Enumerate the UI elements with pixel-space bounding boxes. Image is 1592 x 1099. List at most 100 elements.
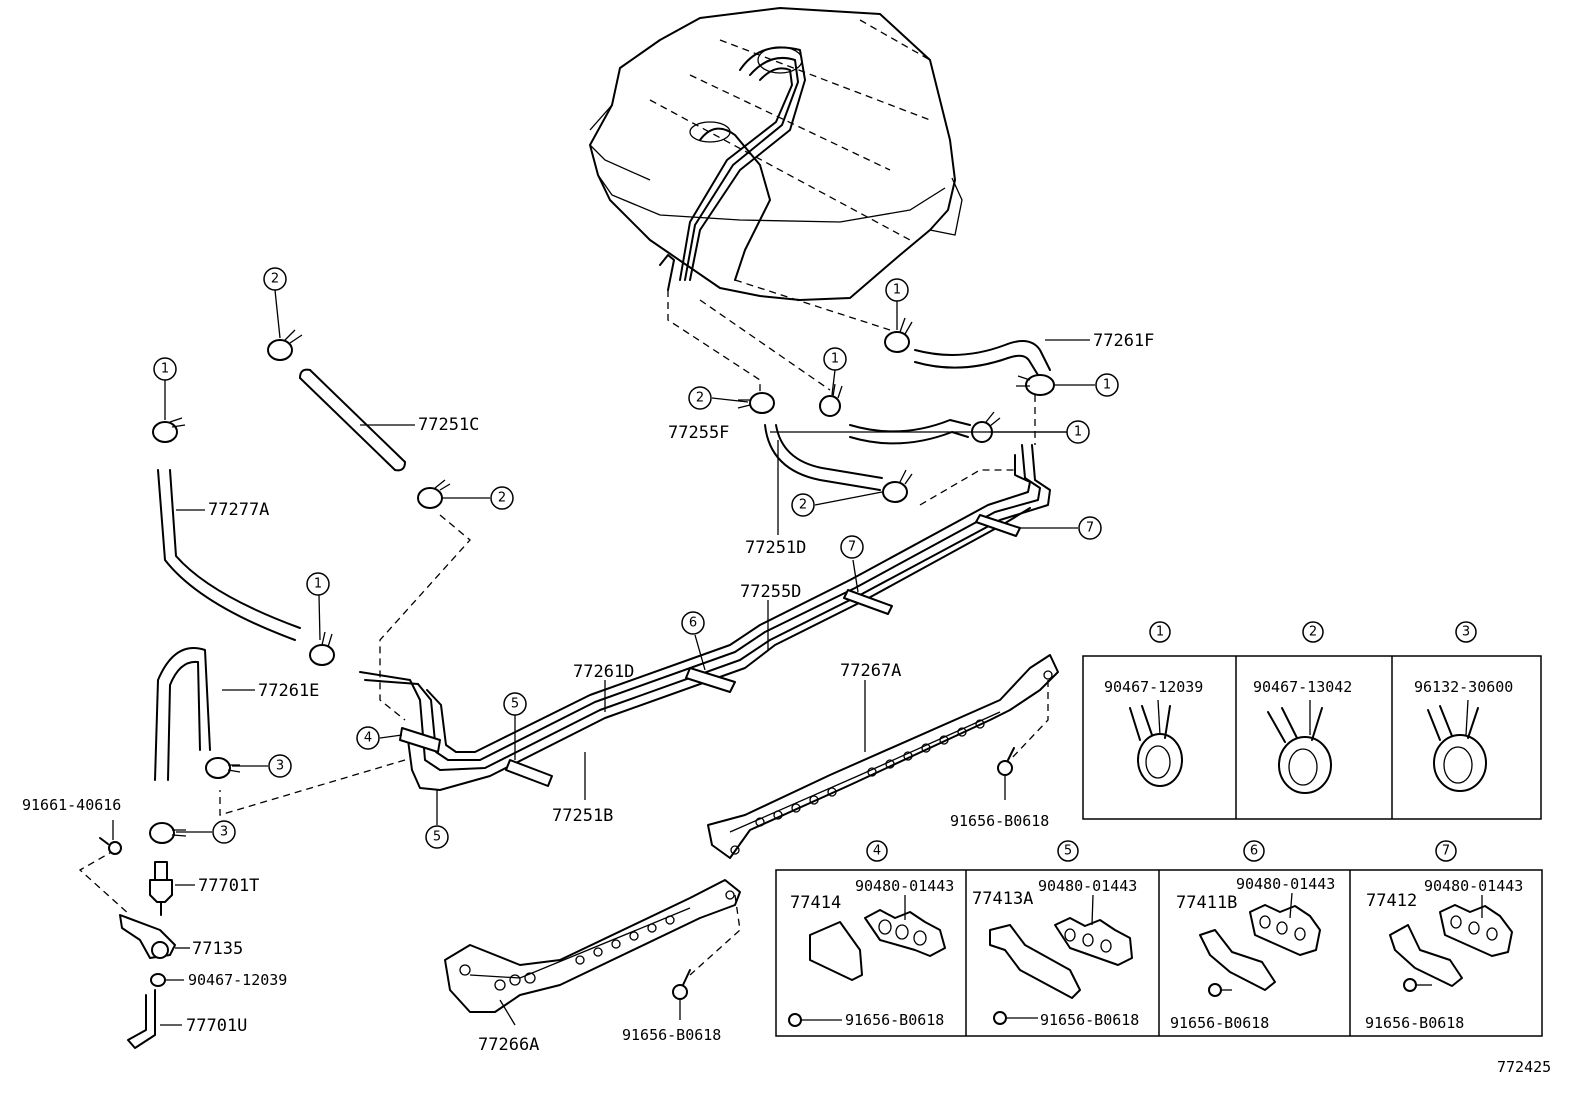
legend-bracket-6: 77411B bbox=[1176, 893, 1237, 913]
svg-text:6: 6 bbox=[689, 616, 697, 631]
fuel-tank bbox=[589, 7, 963, 301]
bracket-77267A bbox=[707, 654, 1059, 859]
spring-clamp-icon bbox=[1427, 699, 1487, 792]
label-90467-12039: 90467-12039 bbox=[188, 971, 287, 989]
legend-bracket-7: 77412 bbox=[1366, 891, 1417, 911]
svg-text:5: 5 bbox=[511, 697, 519, 712]
legend-part-3: 96132-30600 bbox=[1414, 678, 1513, 696]
clamp-icon bbox=[267, 329, 303, 361]
hose-77251C bbox=[299, 368, 406, 472]
svg-text:7: 7 bbox=[1086, 521, 1094, 536]
callout-2: 2 bbox=[688, 386, 712, 410]
legend-bolt-7: 91656-B0618 bbox=[1365, 1014, 1464, 1032]
label-77255F: 77255F bbox=[668, 423, 729, 443]
svg-text:1: 1 bbox=[1103, 378, 1111, 393]
svg-text:3: 3 bbox=[220, 825, 228, 840]
callout-1: 1 bbox=[823, 347, 847, 371]
clip-band-icon bbox=[843, 589, 893, 615]
label-77251B: 77251B bbox=[552, 806, 613, 826]
callout-5: 5 bbox=[503, 692, 527, 716]
callout-1: 1 bbox=[885, 278, 909, 302]
clamp-icon bbox=[417, 479, 451, 509]
label-77251C: 77251C bbox=[418, 415, 479, 435]
legend-bolt-5: 91656-B0618 bbox=[1040, 1011, 1139, 1029]
legend-callout-5: 5 bbox=[1057, 840, 1079, 862]
callout-markers: 2 1 2 1 3 3 4 5 5 6 7 7 1 1 1 2 1 2 bbox=[153, 267, 1119, 849]
hose-77251D bbox=[764, 424, 883, 491]
spring-clamp-icon bbox=[1129, 699, 1183, 787]
hose-77255F bbox=[849, 419, 971, 445]
callout-4: 4 bbox=[356, 726, 380, 750]
clip-band-icon bbox=[975, 514, 1021, 537]
callout-6: 6 bbox=[681, 611, 705, 635]
clamp-icon bbox=[884, 317, 913, 353]
svg-text:7: 7 bbox=[848, 540, 856, 555]
label-91656-B0618: 91656-B0618 bbox=[950, 812, 1049, 830]
svg-text:1: 1 bbox=[161, 362, 169, 377]
svg-text:5: 5 bbox=[433, 830, 441, 845]
valve-77701T bbox=[149, 861, 173, 916]
tube-bracket-icon bbox=[1199, 892, 1321, 997]
svg-text:2: 2 bbox=[799, 498, 807, 513]
svg-text:4: 4 bbox=[873, 844, 881, 859]
callout-2: 2 bbox=[263, 267, 287, 291]
callout-7: 7 bbox=[1078, 516, 1102, 540]
leader-lines bbox=[112, 289, 1095, 1026]
svg-text:1: 1 bbox=[1156, 625, 1164, 640]
clamp-icon bbox=[737, 392, 775, 414]
callout-2: 2 bbox=[490, 486, 514, 510]
clamp-icon bbox=[309, 631, 335, 666]
main-fuel-tubes bbox=[359, 444, 1051, 791]
svg-text:2: 2 bbox=[1309, 625, 1317, 640]
tube-bracket-icon bbox=[788, 895, 946, 1027]
part-labels: 77261F 77251C 77277A 77255F 77251D 77255… bbox=[22, 331, 1154, 1055]
spring-clamp-icon bbox=[1267, 700, 1332, 794]
hose-77277A bbox=[157, 469, 301, 641]
legend-callout-1: 1 bbox=[1149, 621, 1171, 643]
clamp-set bbox=[149, 317, 1055, 844]
clamp-icon bbox=[152, 417, 186, 443]
label-77267A: 77267A bbox=[840, 661, 901, 681]
label-91661-40616: 91661-40616 bbox=[22, 796, 121, 814]
callout-3: 3 bbox=[212, 820, 236, 844]
clamp-icon bbox=[819, 383, 843, 417]
bolt-icon bbox=[997, 747, 1015, 776]
label-91656-B0618: 91656-B0618 bbox=[622, 1026, 721, 1044]
svg-text:4: 4 bbox=[364, 731, 372, 746]
legend-callout-4: 4 bbox=[866, 840, 888, 862]
legend-part-2: 90467-13042 bbox=[1253, 678, 1352, 696]
clamp-icon bbox=[205, 757, 241, 779]
label-77266A: 77266A bbox=[478, 1035, 539, 1055]
clamp-icon bbox=[149, 822, 187, 844]
clamp-icon bbox=[971, 411, 1001, 443]
callout-1: 1 bbox=[1066, 420, 1090, 444]
legend-callout-2: 2 bbox=[1302, 621, 1324, 643]
legend-bracket-5: 77413A bbox=[972, 889, 1033, 909]
bracket-legend: 4 5 6 7 90480-01443 77414 91656-B0618 90… bbox=[775, 840, 1543, 1037]
bracket-77266A bbox=[444, 879, 741, 1013]
clamp-icon bbox=[1016, 374, 1055, 396]
tube-bracket-icon bbox=[1389, 895, 1513, 992]
legend-part-1: 90467-12039 bbox=[1104, 678, 1203, 696]
label-77261D: 77261D bbox=[573, 662, 634, 682]
label-77701U: 77701U bbox=[186, 1016, 247, 1036]
connection-dashes bbox=[78, 279, 1049, 976]
svg-text:2: 2 bbox=[271, 272, 279, 287]
svg-text:5: 5 bbox=[1064, 844, 1072, 859]
label-77255D: 77255D bbox=[740, 582, 801, 602]
clamp-icon bbox=[882, 469, 913, 503]
clamp-icon bbox=[150, 973, 166, 987]
callout-1: 1 bbox=[153, 357, 177, 381]
legend-bracket-4: 77414 bbox=[790, 893, 841, 913]
callout-1: 1 bbox=[306, 572, 330, 596]
bolt-icon bbox=[99, 837, 122, 855]
clip-band-icon bbox=[505, 759, 553, 787]
legend-clamp-7: 90480-01443 bbox=[1424, 877, 1523, 895]
bolt-icon bbox=[672, 969, 691, 1000]
hose-77261F bbox=[914, 340, 1051, 376]
clip-band-icon bbox=[399, 727, 441, 753]
svg-text:1: 1 bbox=[314, 577, 322, 592]
legend-callout-3: 3 bbox=[1455, 621, 1477, 643]
legend-callout-6: 6 bbox=[1243, 840, 1265, 862]
callout-5: 5 bbox=[425, 825, 449, 849]
